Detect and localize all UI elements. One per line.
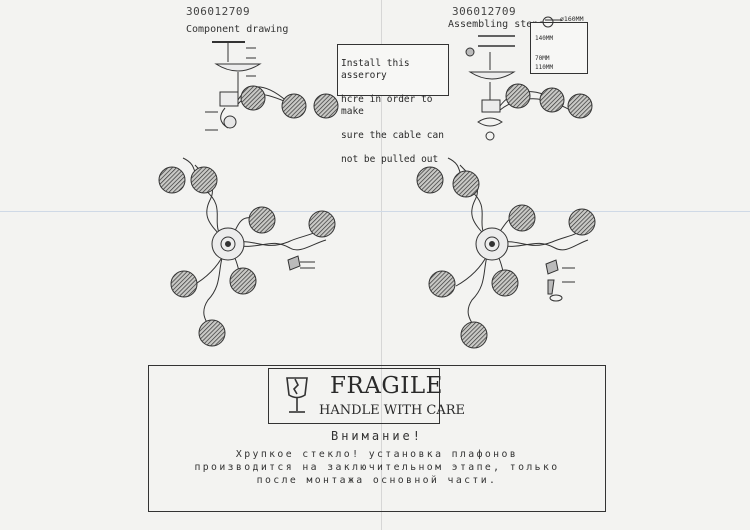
attention-heading: Внимание! (330, 429, 424, 443)
component-drawing-title: Component drawing (186, 24, 289, 35)
note-line: not be pulled out (341, 154, 439, 165)
fold-line-horizontal (0, 211, 750, 212)
fragile-label-box (268, 368, 440, 424)
warning-text-line: производится на заключительном этапе, то… (194, 462, 560, 473)
diameter-label: ø160MM (560, 15, 584, 23)
note-line: hcre in order to make (341, 94, 433, 117)
note-line: sure the cable can (341, 130, 444, 141)
dimension-110: 110MM (535, 64, 554, 71)
fragile-title: FRAGILE (330, 373, 443, 399)
warning-panel (148, 365, 606, 512)
assembling-steps-title: Assembling steps (448, 19, 545, 30)
warning-text-line: после монтажа основной части. (256, 475, 498, 486)
cable-note-box: Install this asserory hcre in order to m… (337, 44, 449, 165)
dimension-detail: 140MM 70MM 110MM (530, 22, 588, 74)
fold-line-vertical (381, 0, 382, 530)
dimension-70: 70MM (535, 55, 550, 62)
assembling-drawing (465, 16, 593, 141)
component-drawing (205, 41, 339, 131)
chandelier-plan-right (416, 157, 596, 349)
warning-text-line: Хрупкое стекло! установка плафонов (235, 449, 519, 460)
dimension-140: 140MM (535, 35, 554, 42)
left-doc-number: 306012709 (186, 5, 251, 18)
note-line: Install this asserory (341, 58, 410, 81)
chandelier-plan-left (158, 157, 336, 347)
fragile-glass-icon (286, 377, 308, 413)
right-doc-number: 306012709 (452, 5, 517, 18)
handle-with-care-text: HANDLE WITH CARE (319, 403, 466, 418)
